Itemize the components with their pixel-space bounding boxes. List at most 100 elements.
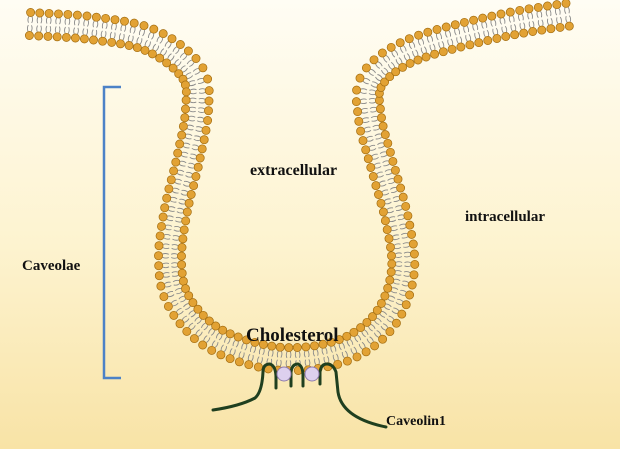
lipid-tail (567, 6, 570, 14)
lipid-tail (381, 189, 389, 193)
lipid-tail (391, 287, 399, 291)
lipid-tail (211, 340, 216, 347)
lipid-tail (172, 238, 179, 241)
lipid-tail (438, 42, 441, 49)
lipid-tail (171, 271, 179, 274)
lipid-head (89, 35, 98, 45)
lipid-head (54, 9, 63, 19)
lipid-tail (549, 9, 552, 17)
lipid-tail (384, 169, 392, 172)
lipid-tail (138, 28, 142, 36)
lipid-head (154, 261, 164, 271)
lipid-tail (193, 138, 200, 142)
lipid-tail (175, 216, 183, 220)
lipid-tail (395, 261, 403, 263)
lipid-tail (369, 106, 377, 109)
lipid-tail (477, 31, 481, 39)
lipid-tail (537, 20, 540, 27)
lipid-head (318, 339, 328, 349)
lipid-tail (187, 75, 194, 80)
lipid-tail (396, 208, 403, 212)
lipid-tail (402, 242, 410, 245)
lipid-tail (386, 318, 393, 323)
lipid-tail (244, 344, 248, 351)
lipid-tail (376, 330, 382, 336)
lipid-tail (556, 17, 559, 24)
lipid-tail (180, 65, 186, 70)
lipid-head (175, 319, 185, 329)
lipid-tail (133, 27, 136, 34)
lipid-tail (189, 62, 195, 67)
lipid-tail (190, 92, 197, 95)
lipid-tail (398, 57, 403, 64)
lipid-tail (131, 35, 134, 43)
lipid-head (140, 45, 150, 55)
lipid-tail (559, 16, 562, 24)
lipid-tail (167, 53, 172, 59)
lipid-tail (314, 358, 317, 365)
lipid-tail (165, 228, 172, 231)
lipid-tail (206, 337, 211, 343)
lipid-head (361, 145, 371, 155)
lipid-tail (289, 360, 292, 367)
lipid-tail (481, 22, 484, 29)
lipid-tail (366, 338, 372, 344)
lipid-head (225, 329, 235, 339)
lipid-head (510, 30, 520, 40)
lipid-tail (374, 320, 380, 325)
lipid-tail (395, 59, 400, 65)
caveolae-bracket (102, 85, 121, 380)
lipid-head (377, 113, 386, 123)
lipid-tail (182, 184, 190, 187)
lipid-tail (176, 211, 184, 214)
lipid-tail (372, 124, 379, 128)
lipid-head (160, 203, 170, 213)
lipid-tail (182, 67, 188, 73)
lipid-tail (64, 26, 66, 34)
lipid-head (181, 216, 191, 226)
lipid-head (450, 20, 460, 30)
lipid-head (405, 290, 415, 300)
lipid-tail (403, 271, 411, 274)
lipid-tail (317, 357, 320, 365)
lipid-tail (397, 298, 404, 302)
lipid-head (177, 130, 187, 140)
lipid-head (409, 270, 419, 280)
lipid-tail (368, 97, 376, 100)
lipid-tail (386, 207, 394, 210)
lipid-tail (364, 77, 371, 82)
lipid-tail (167, 42, 172, 49)
lipid-tail (325, 347, 328, 354)
lipid-tail (171, 247, 178, 250)
lipid-head (362, 317, 372, 327)
lipid-head (465, 40, 475, 50)
lipid-tail (174, 288, 182, 292)
lipid-tail (429, 44, 433, 52)
lipid-head (408, 239, 418, 249)
lipid-tail (490, 20, 493, 27)
lipid-tail (172, 302, 179, 307)
lipid-head (197, 144, 207, 154)
lipid-head (177, 243, 187, 252)
lipid-tail (388, 216, 396, 219)
lipid-head (372, 305, 382, 315)
lipid-head (524, 4, 534, 14)
lipid-head (370, 341, 380, 351)
lipid-tail (373, 332, 379, 338)
lipid-head (162, 193, 172, 203)
lipid-tail (180, 193, 187, 196)
lipid-tail (385, 55, 391, 61)
lipid-head (79, 34, 89, 44)
lipid-tail (162, 256, 169, 259)
lipid-head (203, 74, 213, 84)
lipid-head (456, 42, 466, 52)
lipid-head (496, 9, 506, 19)
lipid-tail (466, 25, 470, 33)
lipid-tail (360, 91, 367, 94)
lipid-tail (139, 38, 143, 45)
lipid-head (414, 30, 424, 40)
lipid-tail (229, 348, 233, 355)
lipid-tail (188, 115, 196, 118)
lipid-tail (400, 47, 404, 54)
lipid-tail (393, 282, 400, 285)
